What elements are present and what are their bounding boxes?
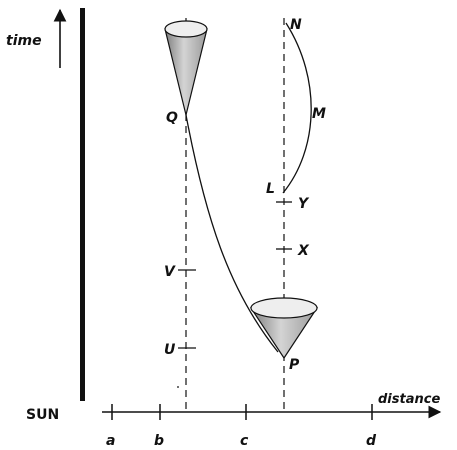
tick-label-b: b bbox=[154, 433, 164, 449]
label-n: N bbox=[290, 17, 302, 33]
label-x: X bbox=[297, 243, 310, 259]
tick-label-a: a bbox=[106, 433, 115, 449]
time-axis-label: time bbox=[6, 33, 42, 49]
label-p: P bbox=[289, 357, 300, 373]
tick-label-d: d bbox=[366, 433, 377, 449]
label-y: Y bbox=[298, 196, 310, 212]
label-l: L bbox=[266, 181, 275, 197]
label-q: Q bbox=[166, 110, 178, 126]
tick-label-c: c bbox=[240, 433, 249, 449]
sun-label: SUN bbox=[26, 407, 59, 423]
distance-axis-label: distance bbox=[378, 392, 440, 407]
time-axis: time bbox=[6, 8, 67, 68]
light-cone-q bbox=[164, 20, 208, 116]
light-cone-p bbox=[249, 297, 319, 360]
sun-worldline bbox=[80, 8, 85, 401]
stray-dot bbox=[177, 386, 179, 388]
path-n-m-l bbox=[282, 22, 312, 194]
label-m: M bbox=[312, 106, 326, 122]
label-u: U bbox=[164, 342, 176, 358]
label-v: V bbox=[164, 264, 176, 280]
path-q-to-p bbox=[185, 114, 279, 353]
distance-axis: distance SUN a b c d bbox=[26, 392, 442, 449]
